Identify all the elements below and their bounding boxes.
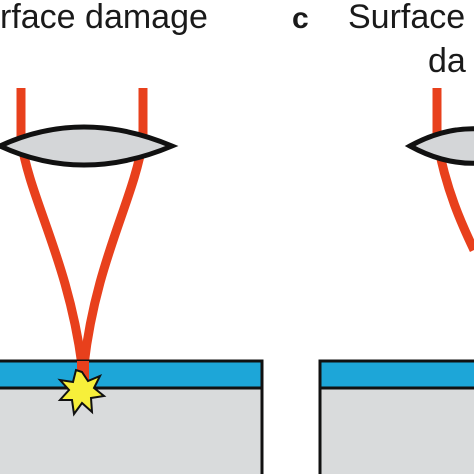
substrate [0,386,264,474]
focusing-lens-c [404,126,474,166]
panel-right-title-line1: Surface [348,0,465,36]
laser-beam-c-ray [432,88,474,252]
panel-right: c Surface da [292,0,474,474]
panel-left-title: rface damage [0,0,208,36]
damage-spark-icon [57,368,107,417]
panel-left: rface damage [0,0,264,474]
coating-layer [0,359,264,390]
panel-letter-c: c [292,2,309,35]
focusing-lens [0,124,179,168]
panel-right-title-line2: da [428,42,466,80]
substrate-c [318,386,474,474]
coating-layer-c [318,359,474,390]
